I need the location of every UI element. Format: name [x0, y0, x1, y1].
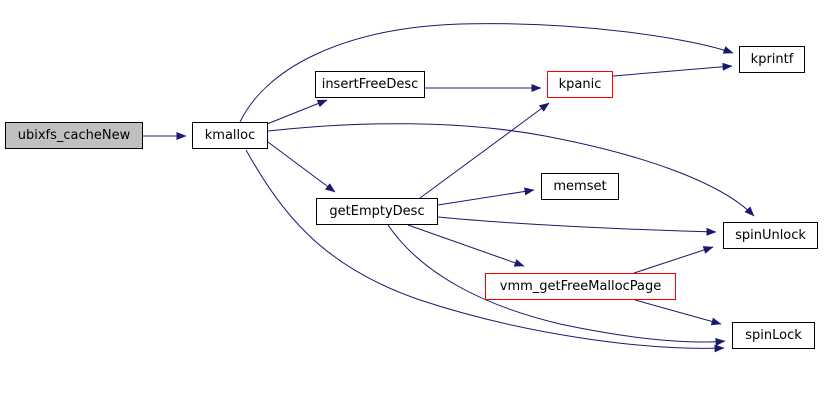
node-spinlock[interactable]: spinLock	[732, 322, 815, 349]
edge-kmalloc-spinUnlock	[267, 123, 755, 217]
node-kprintf[interactable]: kprintf	[739, 46, 805, 73]
node-insertfreedesc[interactable]: insertFreeDesc	[315, 71, 425, 98]
edge-kpanic-kprintf	[612, 62, 733, 77]
node-spinunlock[interactable]: spinUnlock	[723, 222, 818, 249]
edge-getEmptyDesc-kpanic	[419, 102, 550, 199]
node-label: ubixfs_cacheNew	[17, 128, 131, 143]
node-label: insertFreeDesc	[321, 77, 419, 92]
edge-kmalloc-insertFreeDesc	[266, 99, 328, 125]
node-kpanic[interactable]: kpanic	[547, 71, 613, 98]
node-vmm-getfreemallocpage[interactable]: vmm_getFreeMallocPage	[485, 273, 676, 300]
node-label: getEmptyDesc	[329, 204, 425, 219]
node-memset[interactable]: memset	[541, 173, 619, 200]
edge-vmm_getFreeMallocPage-spinUnlock	[633, 246, 714, 274]
node-label: memset	[553, 179, 607, 194]
edge-vmm_getFreeMallocPage-spinLock	[634, 299, 722, 326]
node-label: kprintf	[750, 52, 794, 67]
node-label: kmalloc	[204, 128, 256, 143]
edge-kmalloc-spinLock	[245, 149, 725, 353]
edge-getEmptyDesc-spinUnlock	[437, 216, 717, 236]
node-ubixfs-cachenew: ubixfs_cacheNew	[5, 122, 143, 149]
node-label: kpanic	[558, 77, 602, 92]
node-label: vmm_getFreeMallocPage	[499, 279, 662, 294]
node-label: spinLock	[745, 328, 802, 343]
node-kmalloc[interactable]: kmalloc	[192, 122, 268, 149]
node-getemptydesc[interactable]: getEmptyDesc	[316, 198, 438, 225]
node-label: spinUnlock	[735, 228, 806, 243]
edge-kmalloc-kprintf	[239, 23, 734, 123]
edge-getEmptyDesc-memset	[437, 187, 535, 206]
edge-getEmptyDesc-vmm_getFreeMallocPage	[407, 224, 525, 267]
edge-getEmptyDesc-spinLock	[387, 224, 726, 346]
edge-kmalloc-getEmptyDesc	[267, 141, 336, 193]
